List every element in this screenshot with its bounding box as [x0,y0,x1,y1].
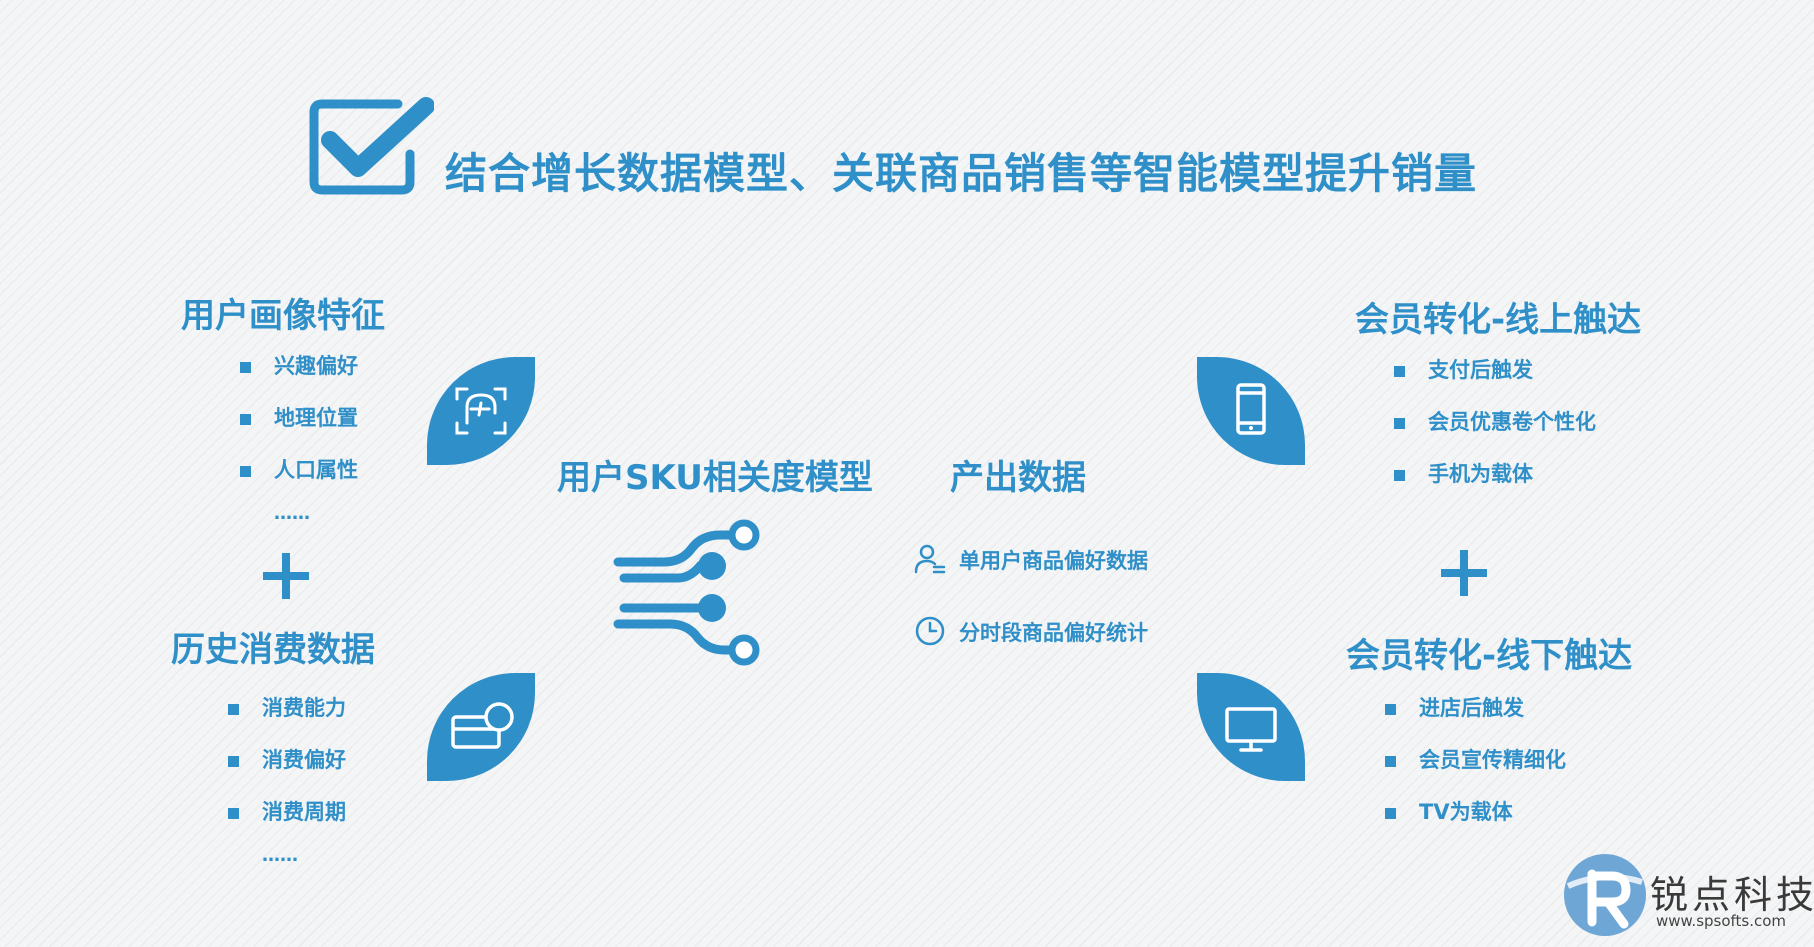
mobile-phone-icon [1236,383,1266,435]
list-item: TV为载体 [1385,798,1566,850]
tv-monitor-icon [1225,707,1277,752]
face-scan-icon [455,387,507,435]
mobile-tile [1197,357,1305,465]
history-list: 消费能力 消费偏好 消费周期 …… [228,694,346,870]
online-section-title: 会员转化-线上触达 [1355,300,1642,340]
list-ellipsis: …… [274,503,310,524]
company-logo-icon [1562,852,1648,938]
list-ellipsis: …… [262,845,298,866]
list-item: 消费偏好 [228,746,346,798]
checkbox-icon [306,96,435,198]
list-item: 会员宣传精细化 [1385,746,1566,798]
list-item: 地理位置 [240,404,358,456]
list-item: 进店后触发 [1385,694,1566,746]
page-title: 结合增长数据模型、关联商品销售等智能模型提升销量 [445,149,1478,198]
list-item: 兴趣偏好 [240,352,358,404]
network-icon [612,518,764,670]
online-list: 支付后触发 会员优惠卷个性化 手机为载体 [1394,356,1596,512]
output-label: 分时段商品偏好统计 [959,621,1148,645]
list-item: 人口属性 [240,456,358,508]
list-item: 会员优惠卷个性化 [1394,408,1596,460]
plus-icon [1441,550,1487,596]
user-icon [914,544,946,574]
list-item: 手机为载体 [1394,460,1596,512]
list-item: 支付后触发 [1394,356,1596,408]
list-item: 消费能力 [228,694,346,746]
payment-terminal-tile [427,673,535,781]
offline-section-title: 会员转化-线下触达 [1346,636,1633,676]
output-title: 产出数据 [950,458,1086,498]
clock-icon [915,616,945,646]
history-section-title: 历史消费数据 [171,630,375,670]
company-url: www.spsofts.com [1656,912,1787,930]
profile-section-title: 用户画像特征 [181,296,385,336]
model-title: 用户SKU相关度模型 [557,458,873,498]
tv-tile [1197,673,1305,781]
plus-icon [263,553,309,599]
face-scan-tile [427,357,535,465]
profile-list: 兴趣偏好 地理位置 人口属性 …… [240,352,358,528]
output-label: 单用户商品偏好数据 [959,549,1148,573]
list-item: 消费周期 [228,798,346,850]
payment-terminal-icon [451,702,514,749]
company-name: 锐点科技 [1650,873,1814,917]
offline-list: 进店后触发 会员宣传精细化 TV为载体 [1385,694,1566,850]
